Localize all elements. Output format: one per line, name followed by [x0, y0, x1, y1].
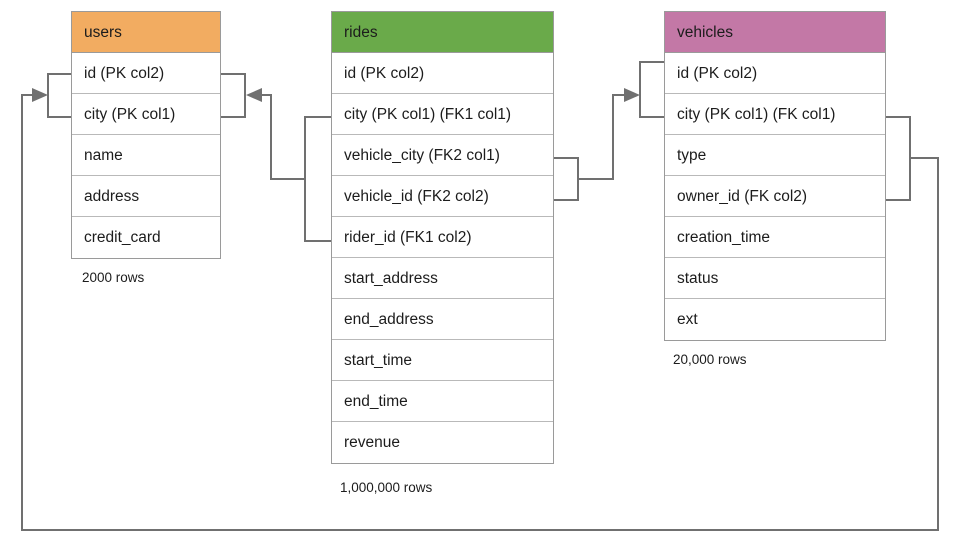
entity-rides-column-id[interactable]: id (PK col2) [332, 53, 553, 94]
entity-vehicles-column-creation-time[interactable]: creation_time [665, 217, 885, 258]
entity-rides-column-end-time[interactable]: end_time [332, 381, 553, 422]
users-right-bracket [221, 73, 246, 118]
relationship-rides-fk1-users-line [259, 94, 305, 180]
entity-vehicles-column-type[interactable]: type [665, 135, 885, 176]
entity-rides-column-vehicle-city[interactable]: vehicle_city (FK2 col1) [332, 135, 553, 176]
entity-vehicles-column-id[interactable]: id (PK col2) [665, 53, 885, 94]
entity-rides-column-vehicle-id[interactable]: vehicle_id (FK2 col2) [332, 176, 553, 217]
entity-vehicles-header: vehicles [665, 12, 885, 53]
entity-vehicles-column-city[interactable]: city (PK col1) (FK col1) [665, 94, 885, 135]
entity-users-column-id[interactable]: id (PK col2) [72, 53, 220, 94]
entity-rides-column-start-time[interactable]: start_time [332, 340, 553, 381]
relationship-rides-fk1-users-arrowhead [246, 88, 262, 102]
relationship-rides-fk2-vehicles-line [578, 94, 627, 180]
rides-left-bracket [304, 116, 331, 242]
entity-rides-column-start-address[interactable]: start_address [332, 258, 553, 299]
entity-vehicles-column-ext[interactable]: ext [665, 299, 885, 340]
relationship-rides-fk2-vehicles-arrowhead [624, 88, 640, 102]
entity-users-column-city[interactable]: city (PK col1) [72, 94, 220, 135]
entity-users-column-address[interactable]: address [72, 176, 220, 217]
vehicles-left-bracket [639, 61, 664, 118]
relationship-vehicles-fk-users-arrowhead [32, 88, 48, 102]
entity-vehicles-column-status[interactable]: status [665, 258, 885, 299]
entity-rides-column-city[interactable]: city (PK col1) (FK1 col1) [332, 94, 553, 135]
entity-users-row-count: 2000 rows [82, 270, 145, 285]
entity-users-header: users [72, 12, 220, 53]
rides-right-bracket [554, 157, 579, 201]
entity-users-column-name[interactable]: name [72, 135, 220, 176]
entity-rides-column-revenue[interactable]: revenue [332, 422, 553, 463]
entity-vehicles[interactable]: vehicles id (PK col2) city (PK col1) (FK… [664, 11, 886, 341]
entity-users-column-credit-card[interactable]: credit_card [72, 217, 220, 258]
entity-rides-header: rides [332, 12, 553, 53]
entity-rides[interactable]: rides id (PK col2) city (PK col1) (FK1 c… [331, 11, 554, 464]
entity-users[interactable]: users id (PK col2) city (PK col1) name a… [71, 11, 221, 259]
entity-rides-row-count: 1,000,000 rows [340, 480, 433, 495]
vehicles-right-bracket [886, 116, 911, 201]
entity-rides-column-rider-id[interactable]: rider_id (FK1 col2) [332, 217, 553, 258]
entity-rides-column-end-address[interactable]: end_address [332, 299, 553, 340]
relationship-vehicles-fk-users-line [21, 94, 939, 531]
entity-vehicles-row-count: 20,000 rows [673, 352, 747, 367]
users-left-bracket [47, 73, 71, 118]
entity-vehicles-column-owner-id[interactable]: owner_id (FK col2) [665, 176, 885, 217]
